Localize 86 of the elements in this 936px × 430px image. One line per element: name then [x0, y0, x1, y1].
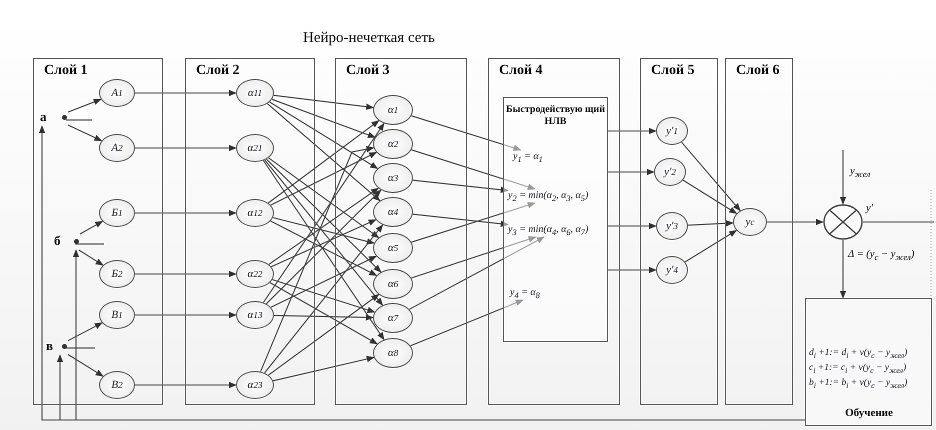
- connector-arrow: [608, 222, 657, 230]
- layer-panel: [488, 58, 620, 405]
- layer-title: Слой 3: [346, 63, 390, 79]
- connector-arrow: [264, 160, 384, 306]
- connector-arrow: [135, 382, 237, 388]
- connector-arrow: [266, 158, 382, 273]
- connector-arrow: [270, 220, 378, 276]
- connector-arrow: [78, 250, 104, 266]
- connector-arrow: [68, 354, 104, 377]
- connector-arrow: [410, 300, 524, 346]
- connector-arrow: [274, 314, 374, 321]
- input-label: б: [54, 233, 60, 249]
- diagram-title: Нейро-нечеткая сеть: [303, 30, 435, 47]
- connector-arrow: [68, 322, 103, 342]
- connector-arrow: [135, 90, 237, 96]
- connector-arrow: [681, 142, 741, 212]
- connector-arrow: [270, 256, 377, 308]
- connector-arrow: [270, 152, 378, 206]
- update-formula: d$_{i}$ +1:= d$_{i}$ + v(y$_{c}$ − y$_{жел}$): [809, 347, 908, 362]
- layer-panel: [335, 58, 467, 405]
- block-title: Быстродействую щий НЛВ: [506, 104, 605, 128]
- inference-block: [503, 97, 608, 342]
- connector-arrow: [260, 146, 374, 372]
- layer-title: Слой 6: [736, 63, 780, 79]
- signal-label: Δ = (y$_{c}$ − y$_{жел}$): [848, 249, 914, 262]
- connector-arrow: [840, 240, 846, 299]
- rule-formula: y$_{3}$ = min(α$_{4}$, α$_{6}$, α$_{7}$): [508, 223, 588, 237]
- connector-arrow: [270, 282, 378, 344]
- update-formula: b$_{i}$ +1:= b$_{i}$ + v(y$_{c}$ − y$_{жел}$): [809, 376, 908, 392]
- connector-arrow: [68, 124, 102, 142]
- input-label: а: [40, 109, 46, 125]
- connector-arrow: [135, 270, 237, 278]
- update-formula: c$_{i}$ +1:= c$_{i}$ + v(y$_{c}$ − y$_{жел}$): [809, 362, 906, 377]
- connector-arrow: [272, 217, 375, 245]
- connector-arrow: [840, 150, 846, 205]
- connector-arrow: [135, 210, 237, 216]
- layer-title: Слой 1: [44, 63, 88, 79]
- connector-arrow: [767, 218, 824, 226]
- multiplier-circle: [823, 204, 863, 240]
- connector-arrow: [272, 356, 375, 382]
- connector-arrow: [135, 312, 237, 318]
- connector-arrow: [135, 144, 237, 152]
- connector-arrow: [608, 168, 655, 176]
- connector-arrow: [268, 120, 380, 204]
- layer-panel: [725, 58, 793, 405]
- connector-arrow: [682, 180, 738, 214]
- connector-arrow: [411, 115, 522, 151]
- layer-panel: [33, 58, 163, 405]
- layer-panel: [185, 58, 315, 405]
- connector-arrow: [268, 294, 380, 376]
- layer-panel: [640, 58, 718, 405]
- connector-arrow: [411, 202, 536, 243]
- connector-arrow: [68, 98, 102, 113]
- connector-arrow: [411, 149, 536, 190]
- connector-arrow: [608, 128, 657, 134]
- connector-arrow: [412, 180, 509, 193]
- block-title: Обучение: [845, 407, 893, 419]
- connector-arrow: [266, 189, 382, 304]
- rule-formula: y$_{2}$ = min(α$_{2}$, α$_{3}$, α$_{5}$): [508, 189, 588, 203]
- connector-arrow: [272, 279, 376, 313]
- connector-arrow: [262, 122, 384, 303]
- training-block: [805, 298, 932, 426]
- layer-title: Слой 5: [651, 63, 695, 79]
- layer-title: Слой 2: [196, 63, 240, 79]
- rule-formula: y$_{4}$ = α$_{8}$: [510, 286, 540, 300]
- layer-title: Слой 4: [499, 63, 543, 79]
- connector-arrow: [608, 266, 657, 274]
- connector-arrow: [268, 188, 379, 265]
- connector-arrow: [269, 102, 378, 169]
- signal-label: y′: [866, 203, 873, 214]
- connector-arrow: [266, 103, 380, 202]
- connector-arrow: [80, 220, 104, 234]
- connector-arrow: [268, 157, 380, 238]
- connector-arrow: [272, 98, 376, 138]
- connector-arrow: [688, 220, 734, 226]
- connector-arrow: [264, 224, 384, 374]
- connector-arrow: [409, 236, 545, 310]
- connector-arrow: [411, 236, 536, 279]
- connector-arrow: [412, 214, 509, 227]
- connector-arrow: [684, 230, 738, 262]
- connector-arrow: [274, 94, 374, 110]
- connector-arrow: [262, 160, 384, 340]
- signal-label: y$_{жел}$: [850, 166, 870, 180]
- rule-formula: y$_{1}$ = α$_{1}$: [513, 150, 543, 164]
- connector-arrow: [270, 219, 377, 268]
- input-label: в: [46, 338, 54, 354]
